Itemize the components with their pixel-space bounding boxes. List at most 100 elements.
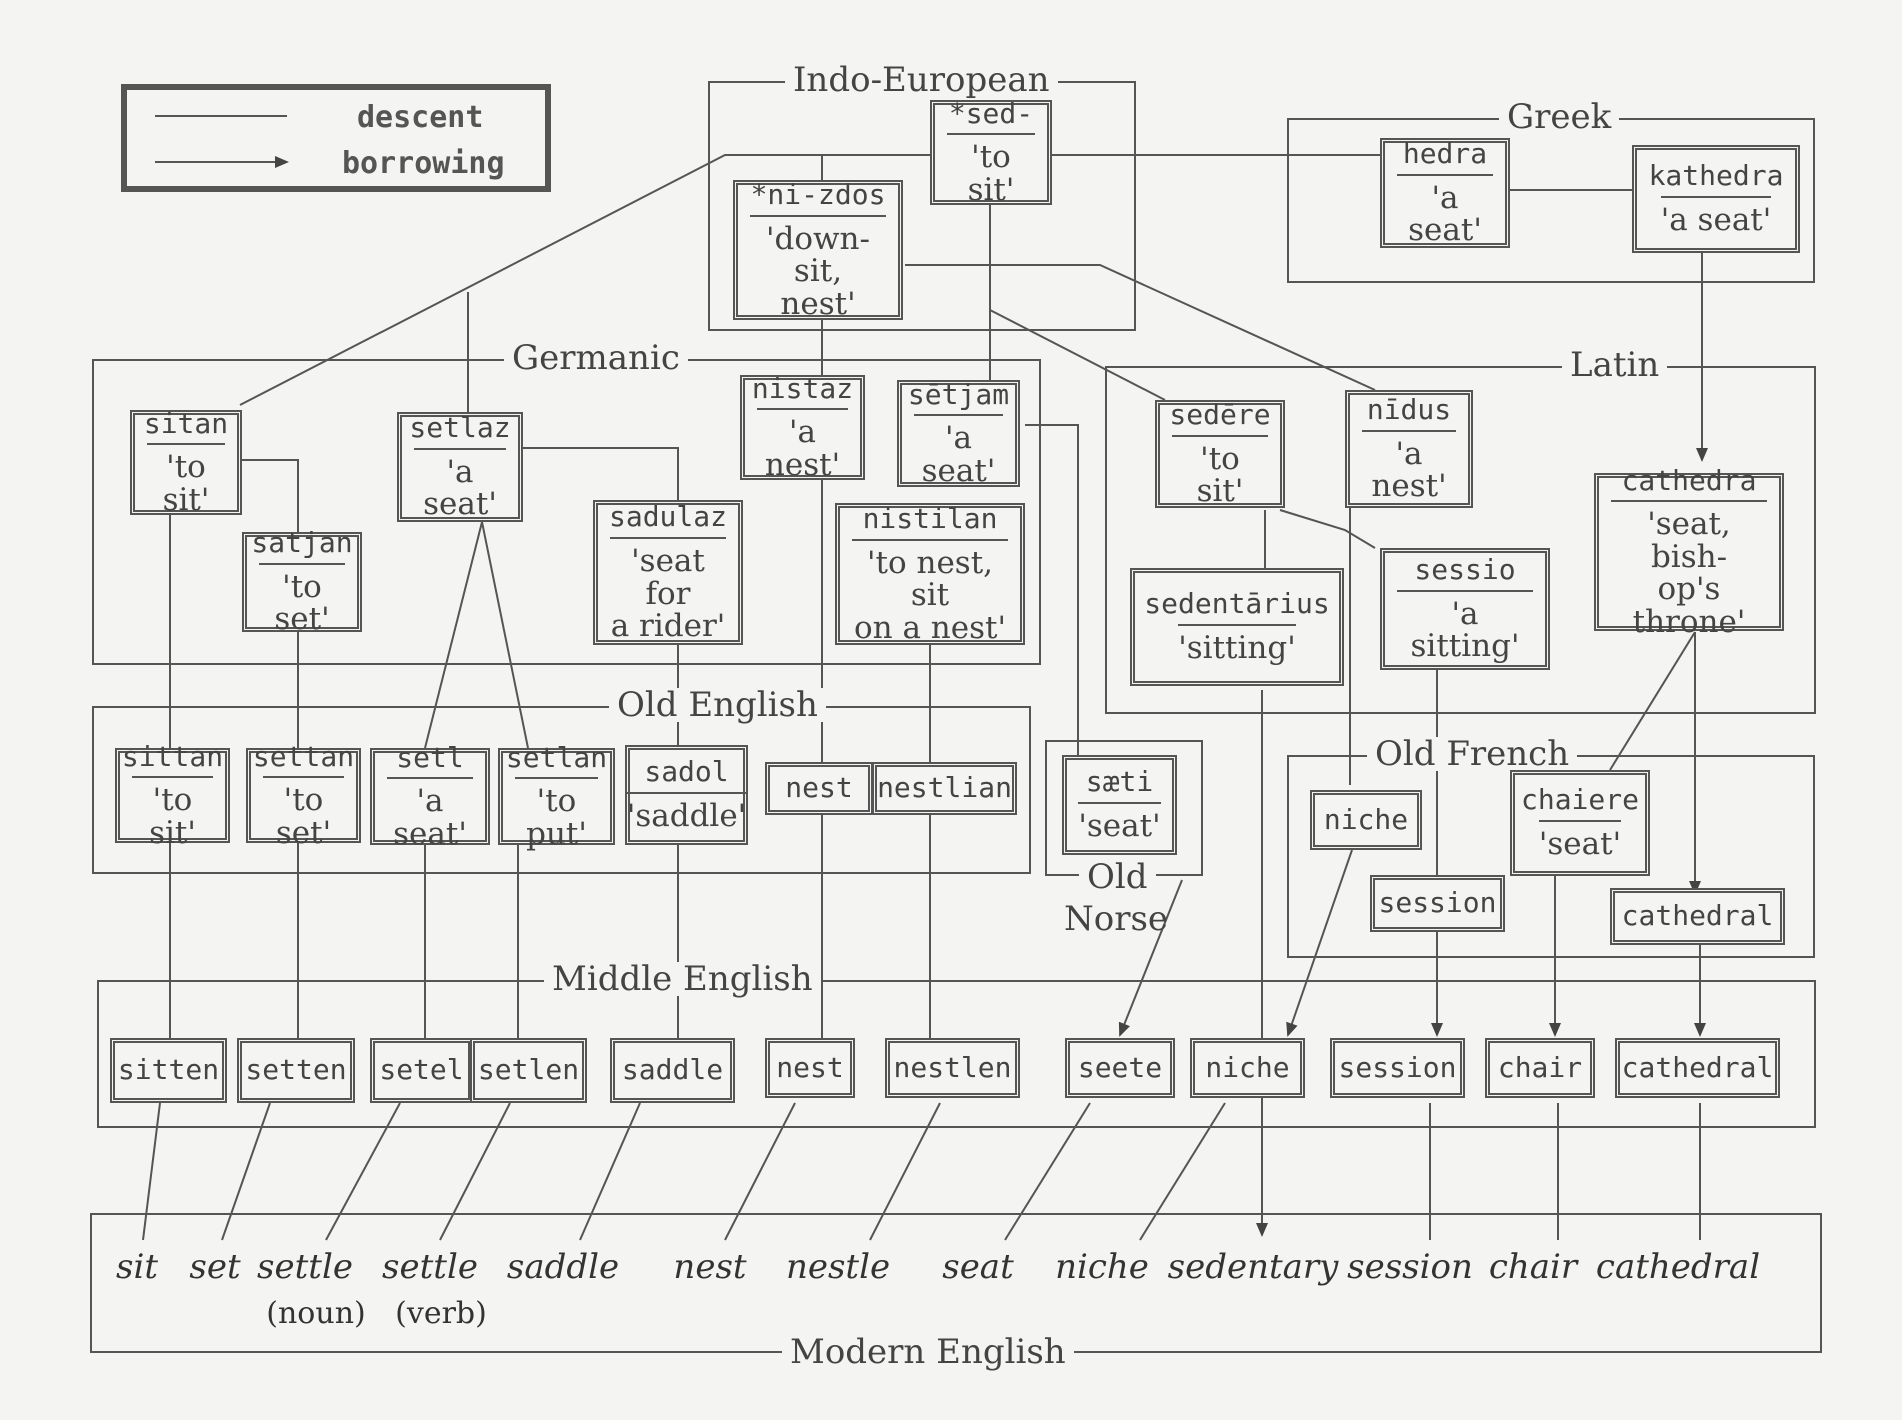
node-gloss: 'to nest, sit on a nest' [852, 538, 1008, 645]
node-word: nistaz [751, 371, 854, 405]
node-session-of: session [1370, 875, 1505, 932]
node-word: *sed- [948, 96, 1034, 130]
node-setten: setten [237, 1038, 355, 1103]
node-gloss: 'to sit' [147, 443, 225, 516]
group-label: Old [1079, 860, 1156, 894]
modern-session: session [1347, 1247, 1473, 1287]
group-label: Indo-European [785, 63, 1058, 97]
node-word: sæti [1085, 765, 1154, 799]
line-nizdos-nidus [905, 264, 1376, 391]
modern-settle-noun: settle [257, 1247, 353, 1287]
note-noun: (noun) [266, 1296, 366, 1331]
node-gloss: 'to set' [259, 562, 345, 636]
node-word: *ni-zdos [750, 177, 886, 211]
node-setjam: sētjam'a seat' [897, 377, 1020, 487]
node-word: nest [785, 771, 853, 805]
node-gloss: 'a seat' [387, 777, 473, 850]
legend-borrowing: borrowing [342, 146, 505, 181]
node-word: sitten [117, 1053, 220, 1087]
node-word: nīdus [1366, 393, 1452, 427]
node-sadulaz: sadulaz'seat for a rider' [593, 500, 743, 645]
line-cathedra-chaiere [1609, 631, 1696, 771]
node-nest-oe: nest [765, 762, 873, 815]
node-session-me: session [1330, 1038, 1465, 1098]
line-setel-settle [325, 1102, 401, 1241]
node-word: sittan [121, 739, 224, 773]
line-niche-niche [1139, 1102, 1226, 1241]
node-setlan: setlan'to put' [498, 742, 615, 850]
line-sedere-sessio [1279, 509, 1376, 549]
node-gloss: 'sitting' [1178, 624, 1296, 665]
group-modern-english: Modern English [90, 1213, 1822, 1369]
node-cathedra: cathedra'seat, bish- op's throne' [1594, 465, 1784, 638]
line-sed-branch [239, 154, 930, 406]
group-old-french: Old French [1287, 737, 1815, 958]
node-sitan: sitan'to sit' [130, 408, 242, 516]
node-sittan: sittan'to sit' [115, 741, 230, 849]
line-sed-sedere [989, 309, 1166, 401]
line-setlaz-setlan [481, 521, 529, 749]
node-seete: seete [1065, 1038, 1175, 1098]
node-word: seete [1077, 1050, 1163, 1084]
node-nistilan: nistilan'to nest, sit on a nest' [835, 503, 1025, 645]
node-word: setel [379, 1053, 464, 1087]
node-sed: *sed-'to sit' [930, 96, 1052, 206]
node-settan: settan'to set' [246, 741, 361, 849]
node-setel: setel [370, 1038, 473, 1103]
node-word: kathedra [1648, 159, 1784, 193]
node-word: settan [252, 739, 355, 773]
node-nizdos: *ni-zdos'down-sit, nest' [733, 177, 903, 320]
node-word: setl [396, 740, 464, 774]
group-label: Old English [609, 688, 826, 722]
node-gloss: 'a nest' [1362, 429, 1456, 503]
node-setlaz: setlaz'a seat' [397, 412, 523, 522]
arrow-saeti-seete [1118, 879, 1183, 1037]
node-word: sessio [1414, 553, 1516, 587]
node-word: hedra [1402, 137, 1488, 171]
note-verb: (verb) [395, 1296, 487, 1331]
modern-nest: nest [673, 1247, 747, 1287]
line-setlen-settle2 [439, 1102, 511, 1241]
node-word: session [1378, 886, 1497, 920]
group-label: Old French [1367, 737, 1578, 771]
modern-seat: seat [942, 1247, 1014, 1287]
node-word: chair [1497, 1050, 1583, 1084]
group-label: Latin [1562, 348, 1668, 382]
node-gloss: 'a seat' [914, 414, 1003, 487]
node-word: setlen [477, 1053, 580, 1087]
node-word: nestlen [893, 1050, 1012, 1084]
node-word: cathedral [1621, 1050, 1774, 1084]
line-nestlen-nestle [869, 1102, 941, 1241]
modern-nestle: nestle [785, 1247, 891, 1287]
group-label: Middle English [544, 962, 821, 996]
node-chair-me: chair [1485, 1038, 1595, 1098]
node-gloss: 'a nest' [757, 408, 848, 481]
group-middle-english: Middle English [97, 962, 1816, 1128]
node-word: sētjam [907, 377, 1010, 411]
node-nestlen: nestlen [885, 1038, 1020, 1098]
node-hedra: hedra'a seat' [1380, 138, 1510, 248]
node-word: sadol [644, 755, 729, 789]
node-word: nestlian [877, 771, 1012, 805]
node-nidus: nīdus'a nest' [1345, 390, 1473, 508]
node-sadol: sadol'saddle' [625, 745, 748, 845]
line-sitten-sit [142, 1102, 161, 1241]
line-sitan-satjan [240, 459, 299, 532]
node-gloss: 'to put' [515, 777, 598, 850]
node-word: sedentārius [1144, 587, 1330, 621]
node-word: nistilan [862, 501, 998, 535]
node-setl: setl'a seat' [370, 742, 490, 850]
node-word: cathedral [1621, 899, 1774, 933]
node-word: satjan [251, 526, 353, 560]
node-word: session [1338, 1050, 1457, 1084]
group-greek: Greek [1287, 100, 1815, 283]
modern-niche: niche [1055, 1247, 1149, 1287]
node-cathedral-me: cathedral [1615, 1038, 1780, 1098]
node-word: setten [245, 1053, 347, 1087]
legend-lines [155, 115, 289, 168]
node-gloss: 'to sit' [132, 776, 213, 849]
line-setten-set [221, 1102, 271, 1241]
modern-cathedral: cathedral [1595, 1247, 1761, 1287]
node-chaiere: chaiere'seat' [1510, 770, 1650, 876]
